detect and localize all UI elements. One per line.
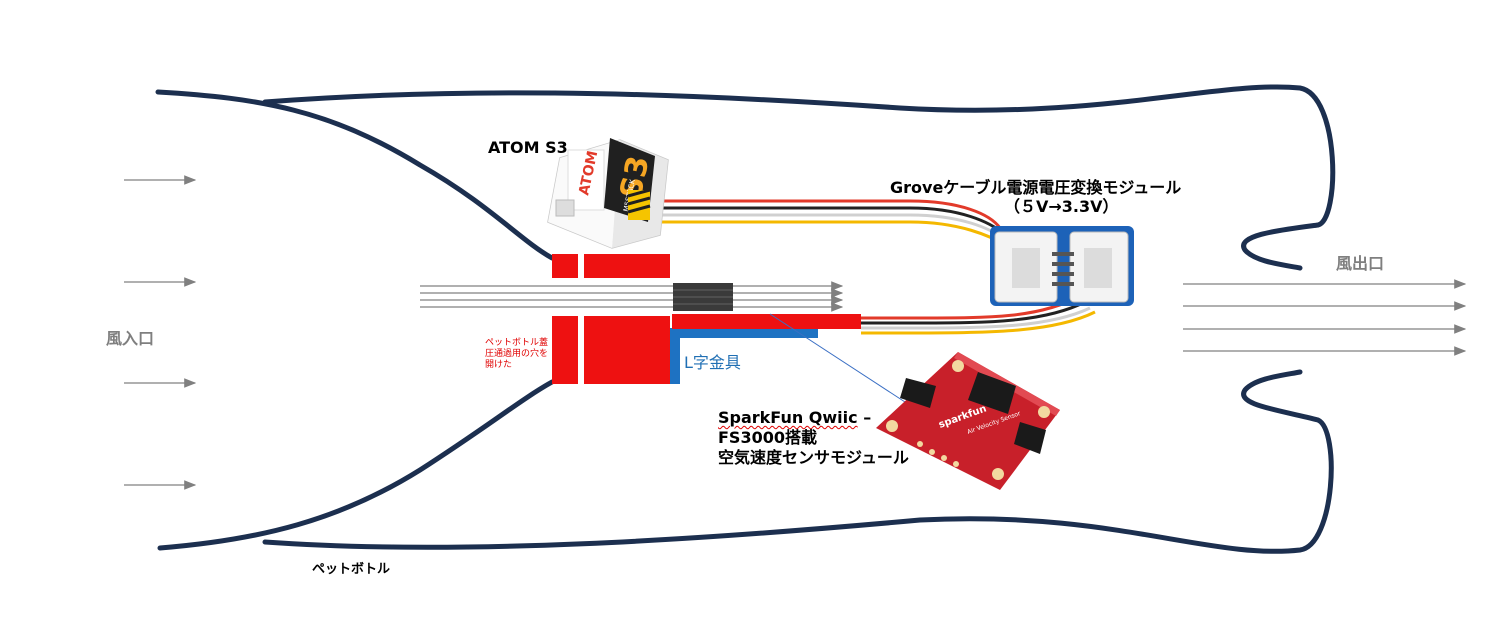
wind-inlet-label: 風入口 [106,329,155,348]
grove-cable-upper [648,199,1009,248]
tube-arrows [420,281,844,312]
atom-s3-label: ATOM S3 [488,138,568,157]
bottle-cap [552,254,670,384]
cap-hole-note: ペットボトル蓋 圧通過用の穴を 開けた [485,338,548,371]
sensor-label: SparkFun Qwiic – FS3000搭載 空気速度センサモジュール [718,408,909,468]
l-bracket [670,328,818,384]
atom-s3-device: ATOM S3 M5STACK [547,138,669,249]
l-bracket-label: L字金具 [684,353,741,372]
grove-module-label: Groveケーブル電源電圧変換モジュール [890,178,1182,197]
sensor-label-line3: 空気速度センサモジュール [718,448,909,467]
outlet-arrows [1183,279,1467,356]
sensor-label-line2: FS3000搭載 [718,428,817,447]
sensor-label-name: SparkFun Qwiic [718,408,858,427]
sensor-mount-bar [672,314,861,329]
bottle-outline [155,84,1336,554]
inlet-arrows [124,175,197,490]
cap-hole-note-line3: 開けた [485,360,513,370]
bottle-label: ペットボトル [312,562,391,577]
cap-hole-note-line1: ペットボトル蓋 [485,338,549,348]
cap-hole-note-line2: 圧通過用の穴を [485,349,549,359]
sparkfun-sensor-board: sparkfun Air Velocity Sensor [876,352,1060,490]
sensor-label-dash: – [857,408,872,427]
grove-module-voltage: （５V→3.3V） [1004,197,1119,216]
wind-outlet-label: 風出口 [1336,254,1385,273]
sensor-pointer-line [769,313,906,403]
grove-voltage-module [990,226,1134,306]
